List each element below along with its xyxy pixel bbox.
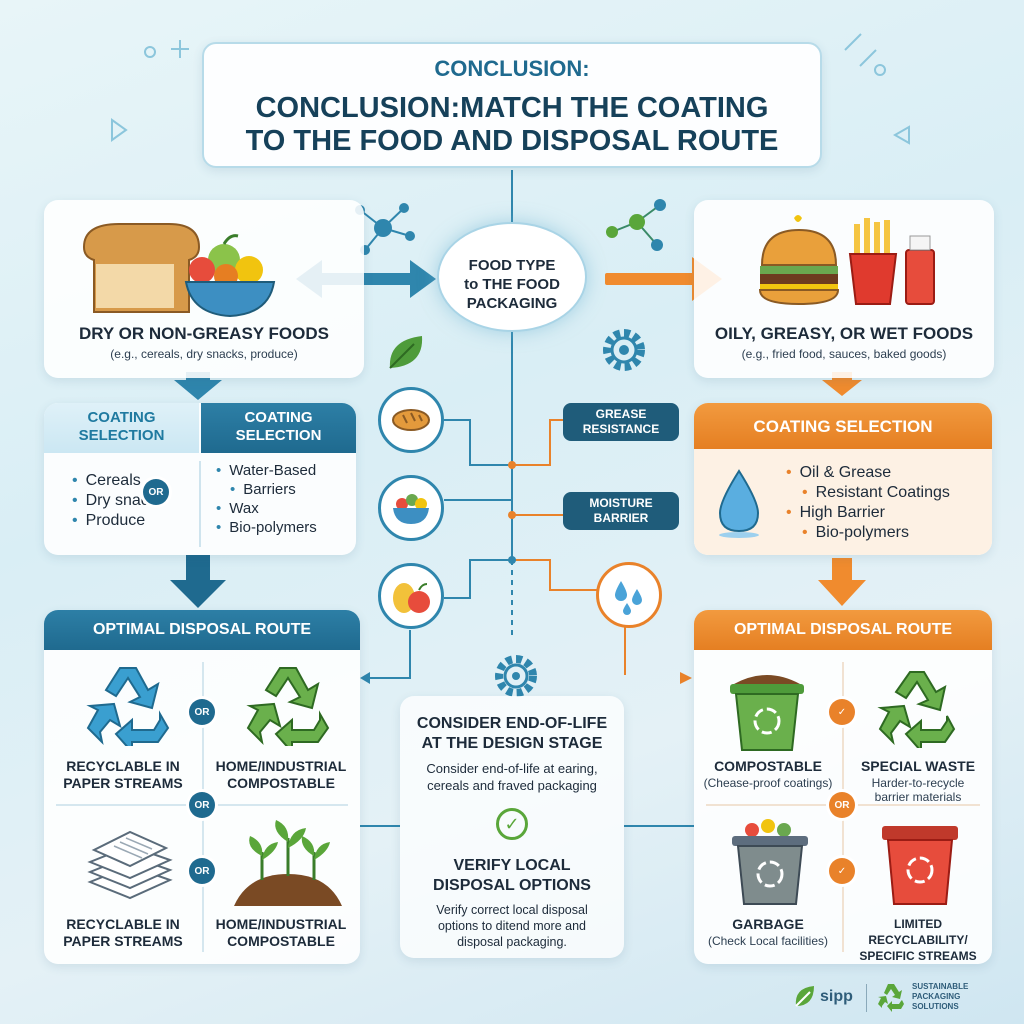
center-bottom-card: CONSIDER END-OF-LIFE AT THE DESIGN STAGE… [400,696,624,958]
right-coating-list: Oil & Grease Resistant Coatings High Bar… [786,463,950,543]
right-coating-card: COATING SELECTION Oil & Grease Resistant… [694,403,992,555]
moisture-barrier-pill: MOISTURE BARRIER [563,492,679,530]
left-disposal-item-1: RECYCLABLE IN PAPER STREAMS [63,758,183,791]
grease-resistance-pill: GREASE RESISTANCE [563,403,679,441]
right-disposal-item-4: LIMITED RECYCLABILITY/ SPECIFIC STREAMS [859,917,977,963]
gear-icon [495,655,537,697]
bread-and-fruit-bowl-icon [82,223,276,318]
page-title-line1: CONCLUSION:MATCH THE COATING [255,92,769,124]
gear-icon [603,329,645,371]
end-of-life-text: Consider end-of-life at earing, cereals … [426,761,598,793]
right-check-badge-1: ✓ [829,699,855,725]
burger-and-fries-icon [758,215,935,306]
sprouting-soil-icon [234,820,342,906]
left-coating-or-badge: OR [143,479,169,505]
logo-tagline: SUSTAINABLE PACKAGING SOLUTIONS [912,982,969,1011]
left-coating-header-a: COATING SELECTION [44,403,199,453]
title-box: CONCLUSION: CONCLUSION:MATCH THE COATING… [202,42,822,168]
water-droplets-icon [615,581,642,615]
salad-node [378,475,444,541]
right-disposal-item-1: COMPOSTABLE (Chease-proof coatings) [703,758,833,790]
red-recycling-bin-icon [882,826,958,905]
verify-local-title: VERIFY LOCAL DISPOSAL OPTIONS [433,857,591,894]
recycle-green-icon [246,667,330,746]
right-check-badge-2: ✓ [829,858,855,884]
left-disposal-or-3: OR [189,858,215,884]
right-disposal-or: OR [829,792,855,818]
title-kicker: CONCLUSION: [434,56,590,81]
left-coating-list-a: Cereals Dry snacks Produce [72,471,165,531]
water-drop-icon [718,469,760,538]
left-coating-divider [199,461,201,547]
paper-stack-icon [87,830,173,900]
left-coating-header-b: COATING SELECTION [201,403,356,453]
fruit-node [378,563,444,629]
right-disposal-card: OPTIMAL DISPOSAL ROUTE COMPOSTABLE (Chea… [694,610,992,964]
recycle-logo-icon [878,984,904,1012]
greasy-foods-title: OILY, GREASY, OR WET FOODS [714,324,974,343]
bread-node [378,387,444,453]
left-disposal-or-1: OR [189,699,215,725]
greasy-foods-subtitle: (e.g., fried food, sauces, baked goods) [741,347,947,361]
compost-bin-icon [730,675,804,751]
left-disposal-item-4: HOME/INDUSTRIAL COMPOSTABLE [215,916,347,949]
left-disposal-item-3: RECYCLABLE IN PAPER STREAMS [63,916,183,949]
verify-local-text: Verify correct local disposal options to… [436,903,588,949]
fruit-icon [393,583,430,613]
left-disposal-card: OPTIMAL DISPOSAL ROUTE RECYCLABLE IN PAP… [44,610,360,964]
center-node: FOOD TYPE to THE FOOD PACKAGING [437,222,587,332]
left-coating-list-b: Water-Based Barriers Wax Bio-polymers [216,461,317,537]
right-disposal-item-2: SPECIAL WASTE Harder-to-recycle barrier … [860,758,976,804]
left-coating-card: COATING SELECTION COATING SELECTION Cere… [44,403,356,555]
recycle-blue-icon [86,667,170,746]
logo-brand: sipp [820,988,853,1005]
salad-bowl-icon [393,494,429,524]
left-disposal-item-2: HOME/INDUSTRIAL COMPOSTABLE [215,758,347,791]
end-of-life-title: CONSIDER END-OF-LIFE AT THE DESIGN STAGE [416,715,608,752]
bread-icon [392,409,430,431]
dry-foods-card: DRY OR NON-GREASY FOODS (e.g., cereals, … [44,200,364,378]
recycle-green-icon [877,671,956,748]
right-disposal-item-3: GARBAGE (Check Local facilities) [707,916,829,948]
garbage-bin-icon [732,819,808,905]
logo-divider [866,984,867,1012]
leaf-icon [389,336,423,369]
droplets-node [596,562,662,628]
right-coating-header: COATING SELECTION [694,403,992,449]
greasy-foods-card: OILY, GREASY, OR WET FOODS (e.g., fried … [694,200,994,378]
footer-logo: sipp SUSTAINABLE PACKAGING SOLUTIONS [792,980,1012,1016]
left-disposal-header: OPTIMAL DISPOSAL ROUTE [44,610,360,650]
dry-foods-title: DRY OR NON-GREASY FOODS [79,324,329,343]
dry-foods-subtitle: (e.g., cereals, dry snacks, produce) [110,347,298,361]
check-circle-icon: ✓ [496,808,528,840]
right-disposal-header: OPTIMAL DISPOSAL ROUTE [694,610,992,650]
sipp-leaf-icon [795,986,814,1007]
left-disposal-or-2: OR [189,792,215,818]
page-title-line2: TO THE FOOD AND DISPOSAL ROUTE [245,125,779,157]
